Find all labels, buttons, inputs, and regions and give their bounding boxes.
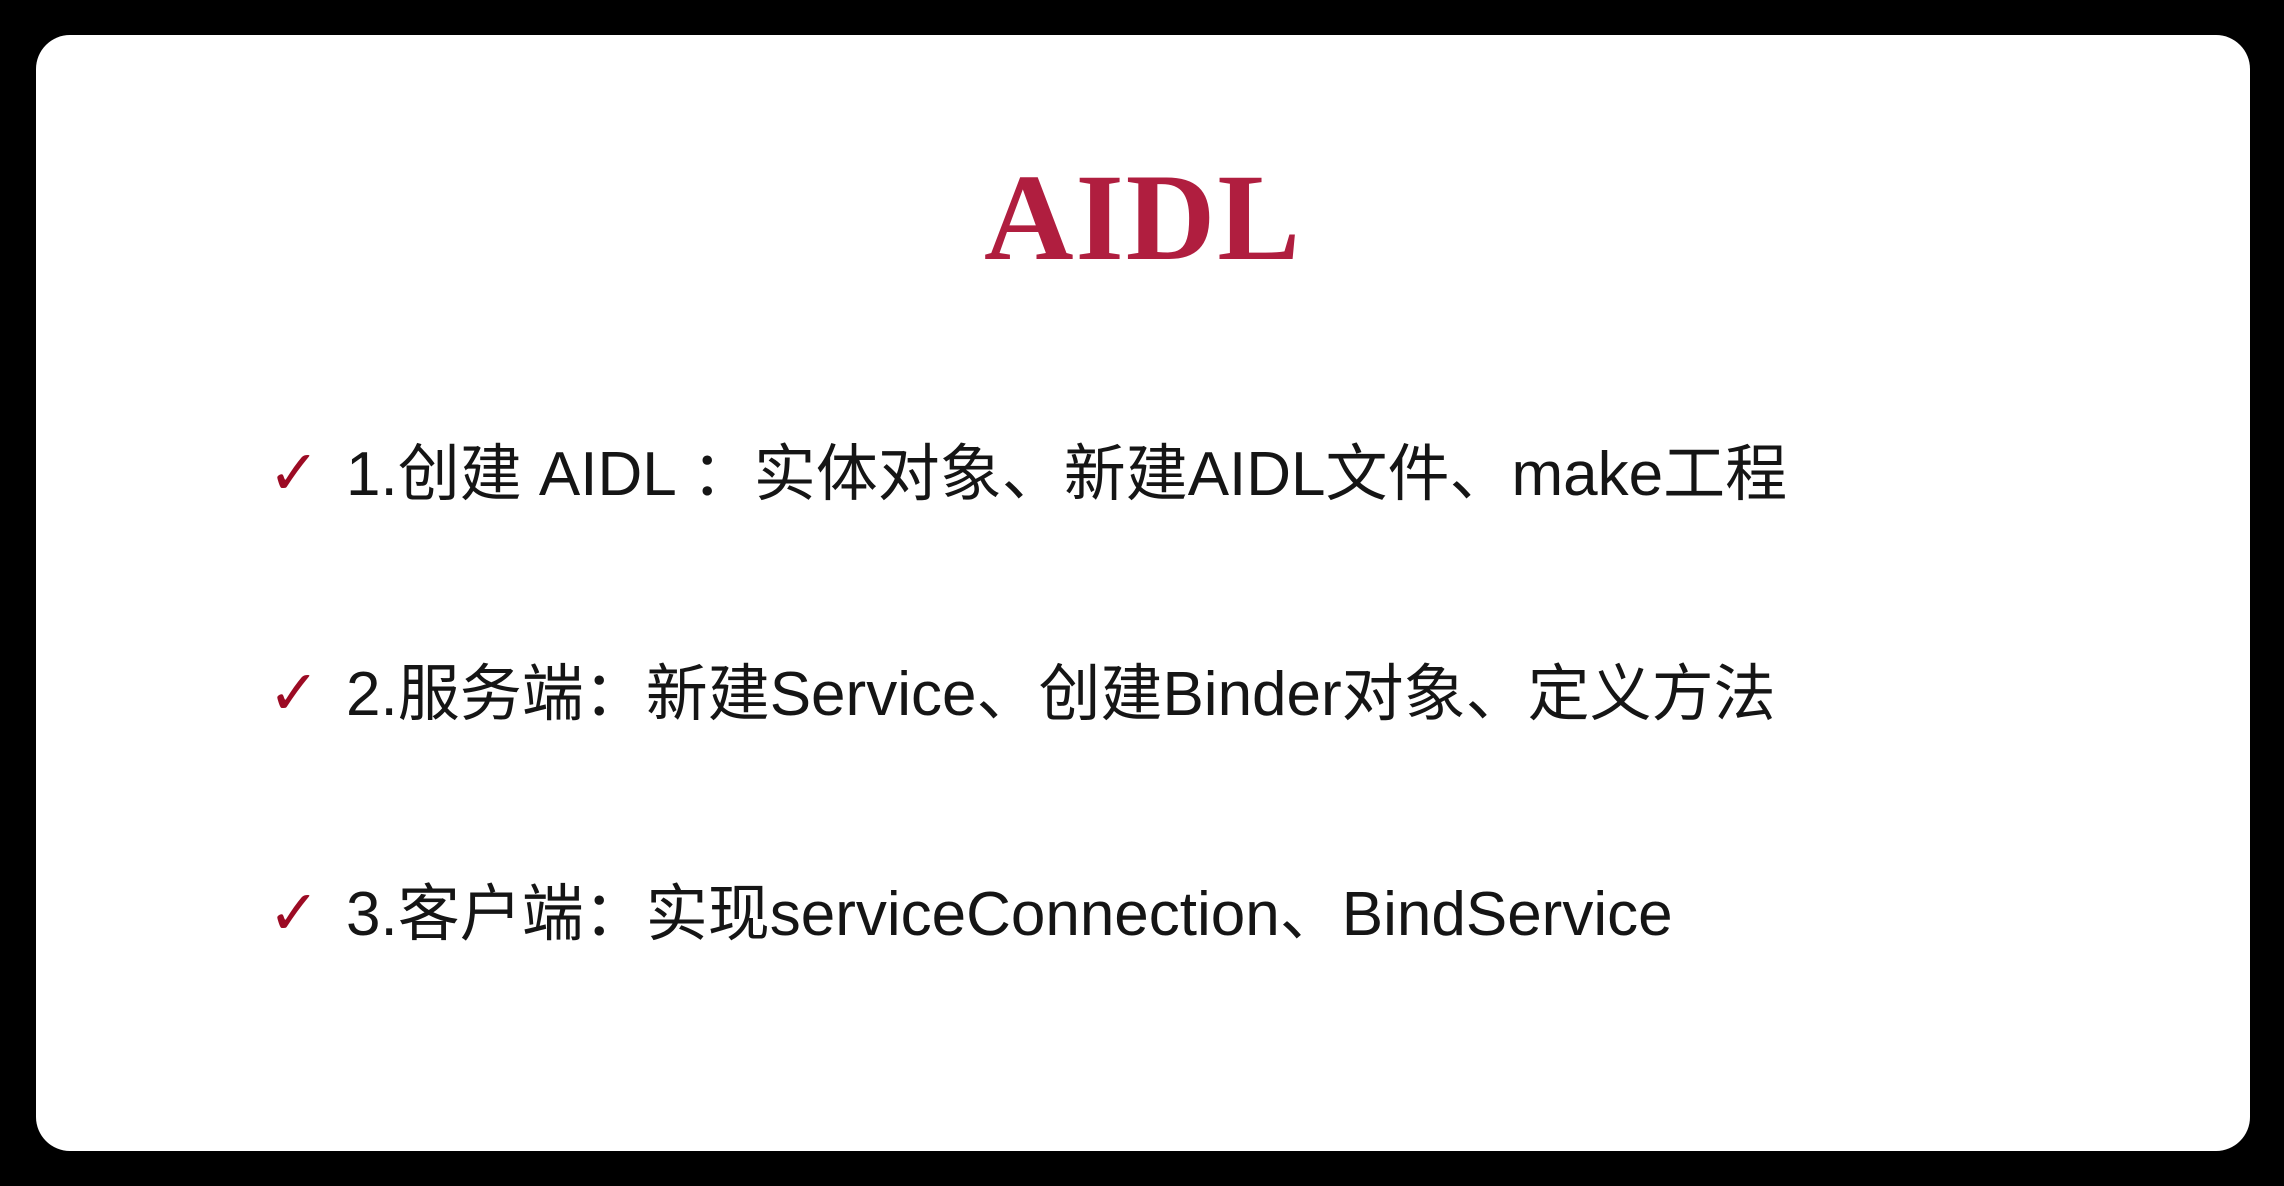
list-item: ✓ 2.服务端：新建Service、创建Binder对象、定义方法	[250, 640, 2210, 750]
check-mark-icon: ✓	[268, 876, 320, 949]
slide-card: AIDL ✓ 1.创建 AIDL ：实体对象、新建AIDL文件、make工程 ✓…	[36, 35, 2250, 1151]
list-item-label: 1.创建 AIDL ：实体对象、新建AIDL文件、make工程	[346, 439, 1788, 509]
list-item-label: 3.客户端：实现serviceConnection、BindService	[346, 879, 1673, 949]
list-item-label: 2.服务端：新建Service、创建Binder对象、定义方法	[346, 659, 1776, 729]
bullet-list: ✓ 1.创建 AIDL ：实体对象、新建AIDL文件、make工程 ✓ 2.服务…	[250, 420, 2210, 970]
list-item: ✓ 1.创建 AIDL ：实体对象、新建AIDL文件、make工程	[250, 420, 2210, 530]
page-title: AIDL	[983, 149, 1303, 286]
check-mark-icon: ✓	[268, 436, 320, 509]
list-item: ✓ 3.客户端：实现serviceConnection、BindService	[250, 860, 2210, 970]
check-mark-icon: ✓	[268, 656, 320, 729]
